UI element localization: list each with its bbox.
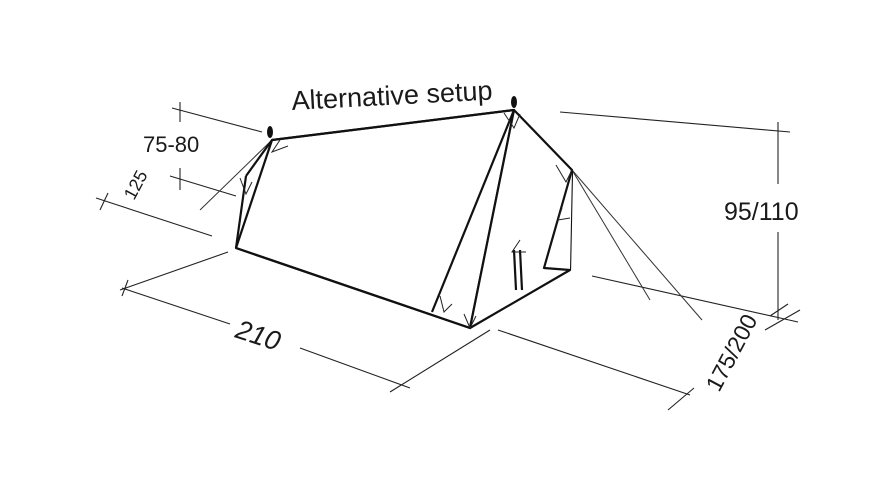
label-length: 210 bbox=[231, 314, 284, 357]
tent-drawing bbox=[199, 96, 703, 330]
label-depth-front: 125 bbox=[120, 167, 152, 203]
dimension-lines bbox=[95, 102, 801, 411]
label-width-back: 175/200 bbox=[700, 310, 762, 396]
label-height-front: 75-80 bbox=[143, 132, 199, 157]
diagram-title: Alternative setup bbox=[291, 76, 493, 116]
label-height-back: 95/110 bbox=[724, 198, 799, 226]
